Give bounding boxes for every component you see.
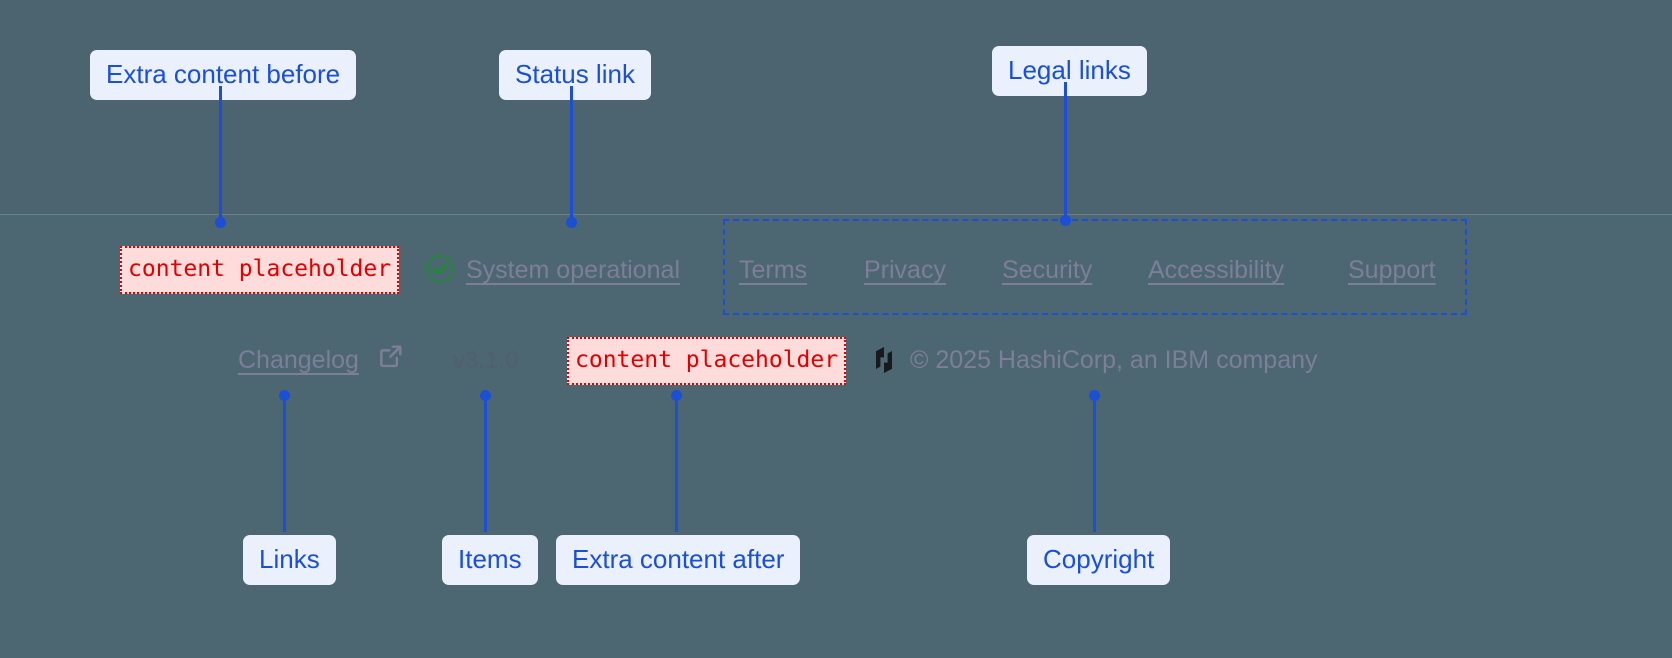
legal-link-accessibility[interactable]: Accessibility bbox=[1148, 256, 1285, 284]
content-placeholder-after: content placeholder bbox=[567, 337, 847, 385]
leader-dot-extra-content-after bbox=[671, 390, 682, 401]
annotation-legal-links: Legal links bbox=[992, 46, 1147, 96]
legal-links-region bbox=[723, 219, 1467, 315]
annotation-extra-content-before: Extra content before bbox=[90, 50, 357, 100]
leader-dot-status-link bbox=[566, 217, 577, 228]
annotation-extra-content-after: Extra content after bbox=[556, 535, 801, 585]
changelog-link[interactable]: Changelog bbox=[238, 346, 359, 374]
leader-line-extra-content-after bbox=[675, 396, 678, 532]
legal-link-terms[interactable]: Terms bbox=[739, 256, 808, 284]
external-link-icon[interactable] bbox=[377, 342, 405, 370]
legal-link-privacy[interactable]: Privacy bbox=[864, 256, 946, 284]
leader-line-links bbox=[283, 396, 286, 532]
leader-line-copyright bbox=[1093, 396, 1096, 532]
leader-dot-items bbox=[480, 390, 491, 401]
version-label: v3.1.0 bbox=[453, 347, 519, 374]
check-circle-icon bbox=[425, 254, 455, 284]
content-placeholder-before: content placeholder bbox=[120, 246, 400, 294]
legal-link-support[interactable]: Support bbox=[1348, 256, 1436, 284]
leader-dot-copyright bbox=[1089, 390, 1100, 401]
leader-line-extra-content-before bbox=[219, 86, 222, 222]
leader-line-status-link bbox=[570, 86, 573, 222]
status-link[interactable]: System operational bbox=[466, 256, 681, 284]
annotation-status-link: Status link bbox=[499, 50, 651, 100]
leader-line-legal-links bbox=[1064, 82, 1067, 220]
leader-dot-extra-content-before bbox=[215, 217, 226, 228]
leader-line-items bbox=[484, 396, 487, 532]
section-divider bbox=[0, 214, 1672, 215]
copyright-text: © 2025 HashiCorp, an IBM company bbox=[910, 346, 1318, 374]
annotation-copyright: Copyright bbox=[1027, 535, 1171, 585]
upper-background-band bbox=[0, 0, 1672, 214]
hashicorp-logo bbox=[876, 347, 892, 373]
annotation-links: Links bbox=[243, 535, 336, 585]
legal-link-security[interactable]: Security bbox=[1002, 256, 1093, 284]
leader-dot-links bbox=[279, 390, 290, 401]
annotation-items: Items bbox=[442, 535, 538, 585]
